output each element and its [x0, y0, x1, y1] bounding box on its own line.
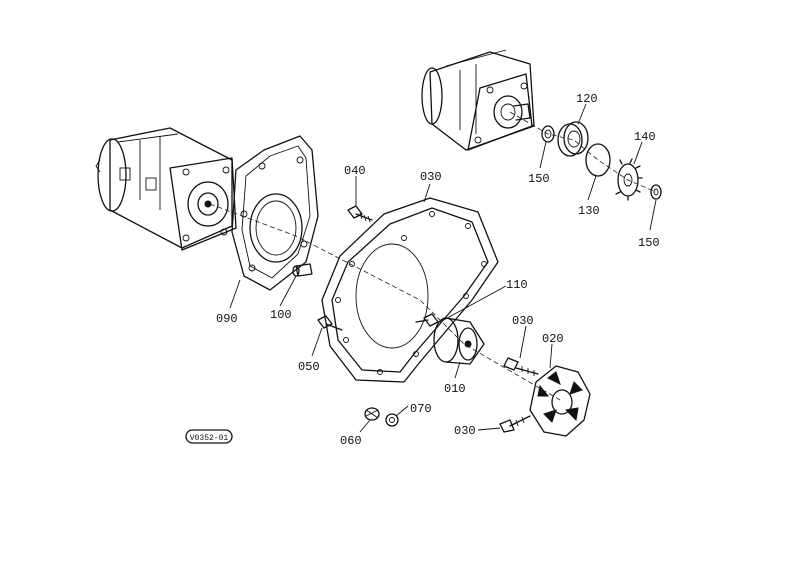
callout-030-upper: 030: [512, 314, 534, 328]
callout-010: 010: [444, 382, 466, 396]
washer-080: [385, 413, 399, 427]
assembly-centerlines: [209, 111, 657, 401]
leader-lines: [229, 103, 657, 433]
callout-labels: 040 030 120 140 150 130 150 110 030 020 …: [216, 92, 660, 448]
o-ring-130: [585, 143, 611, 177]
drawing-number-badge: V0352-01: [185, 429, 233, 444]
callout-020: 020: [542, 332, 564, 346]
callout-140: 140: [634, 130, 656, 144]
callout-110: 110: [506, 278, 528, 292]
bolt-050: [347, 205, 373, 223]
callout-080: 070: [410, 402, 432, 416]
callout-030-lower: 030: [454, 424, 476, 438]
gear-140: [615, 158, 643, 201]
flywheel-housing-040: [321, 197, 499, 383]
drawing-number: V0352-01: [190, 434, 229, 443]
bearing-120: [557, 121, 589, 157]
bolt-030-lower: [499, 415, 531, 433]
callout-070: 060: [340, 434, 362, 448]
hydraulic-motor-right: [421, 49, 535, 151]
callout-060: 050: [298, 360, 320, 374]
snap-ring-150-upper: [541, 125, 555, 143]
callout-050: 040: [344, 164, 366, 178]
rubber-coupling-020: [529, 365, 591, 437]
callout-100: 100: [270, 308, 292, 322]
callout-090: 090: [216, 312, 238, 326]
callout-120: 120: [576, 92, 598, 106]
snap-ring-150-lower: [650, 184, 662, 200]
callout-040: 030: [420, 170, 442, 184]
nut-070: [364, 407, 380, 421]
coupling-hub-010: [433, 317, 485, 365]
callout-150-upper: 150: [528, 172, 550, 186]
bolt-030-upper: [503, 357, 539, 376]
adapter-plate-090: [231, 135, 319, 291]
bolt-110: [415, 313, 439, 327]
hydraulic-pump-left: [95, 127, 237, 251]
callout-130: 130: [578, 204, 600, 218]
bolt-060: [317, 315, 343, 331]
callout-150-lower: 150: [638, 236, 660, 250]
